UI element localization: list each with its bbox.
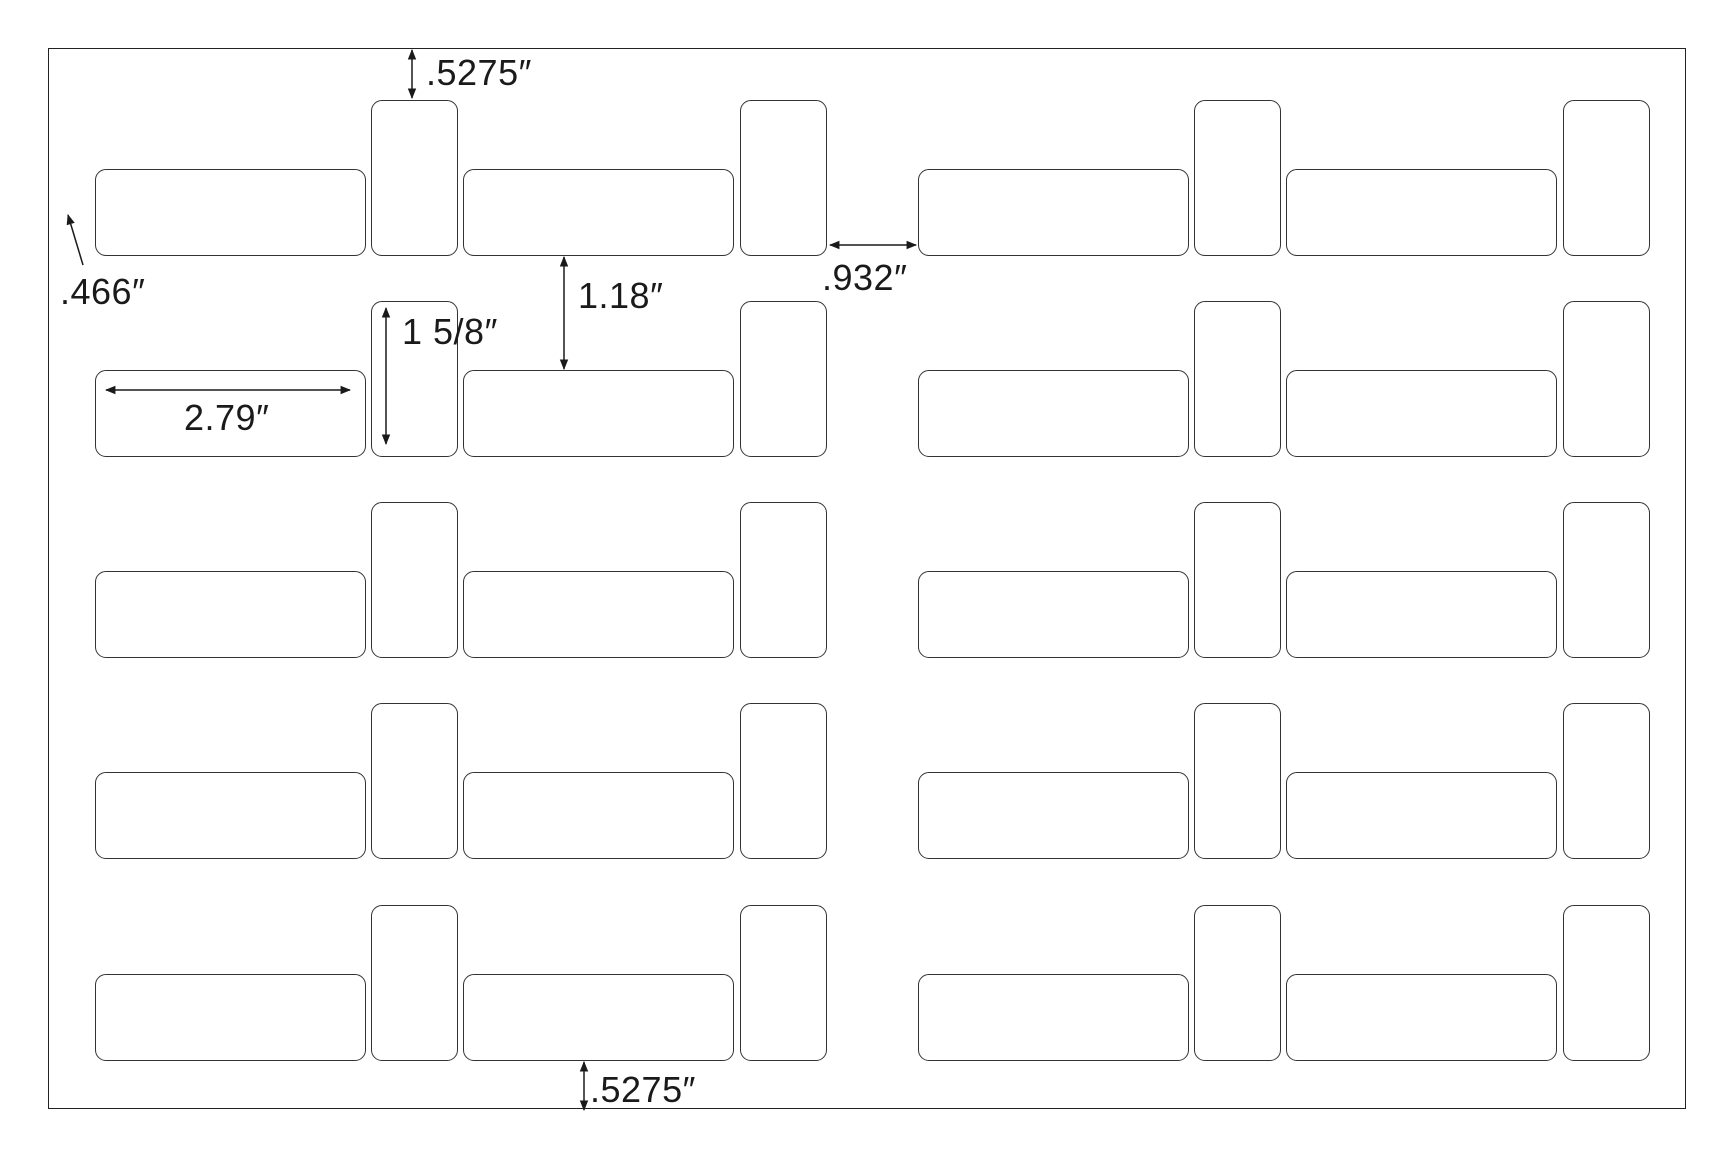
wide-label	[95, 370, 366, 457]
tall-label	[1194, 502, 1281, 658]
wide-width-label: 2.79″	[184, 397, 270, 438]
top-margin-label: .5275″	[426, 52, 532, 93]
wide-label	[463, 370, 734, 457]
tall-label	[740, 301, 827, 457]
wide-label	[918, 370, 1189, 457]
tall-label	[740, 502, 827, 658]
tall-label	[1563, 502, 1650, 658]
wide-label	[1286, 571, 1557, 658]
tall-label	[371, 703, 458, 859]
wide-label	[918, 772, 1189, 859]
tall-label	[1194, 301, 1281, 457]
wide-label	[463, 169, 734, 256]
bottom-margin-label: .5275″	[590, 1069, 696, 1110]
wide-label	[95, 571, 366, 658]
side-margin-label: .466″	[60, 271, 146, 312]
tall-label	[1563, 301, 1650, 457]
wide-label	[463, 772, 734, 859]
wide-label	[1286, 169, 1557, 256]
tall-label	[1194, 905, 1281, 1061]
wide-label	[463, 571, 734, 658]
tall-label	[371, 502, 458, 658]
wide-label	[95, 169, 366, 256]
wide-label	[1286, 370, 1557, 457]
wide-label	[918, 974, 1189, 1061]
wide-label	[918, 571, 1189, 658]
wide-label	[95, 974, 366, 1061]
tall-label	[1194, 100, 1281, 256]
tall-label	[1563, 100, 1650, 256]
wide-label	[1286, 772, 1557, 859]
tall-label	[740, 100, 827, 256]
group-gap-label: .932″	[822, 257, 908, 298]
tall-height-label: 1 5/8″	[402, 311, 498, 352]
tall-label	[1563, 703, 1650, 859]
tall-label	[1563, 905, 1650, 1061]
wide-label	[95, 772, 366, 859]
tall-label	[371, 100, 458, 256]
tall-label	[1194, 703, 1281, 859]
tall-label	[371, 905, 458, 1061]
vertical-pitch-label: 1.18″	[578, 275, 664, 316]
wide-label	[463, 974, 734, 1061]
wide-label	[1286, 974, 1557, 1061]
tall-label	[740, 905, 827, 1061]
wide-label	[918, 169, 1189, 256]
tall-label	[740, 703, 827, 859]
